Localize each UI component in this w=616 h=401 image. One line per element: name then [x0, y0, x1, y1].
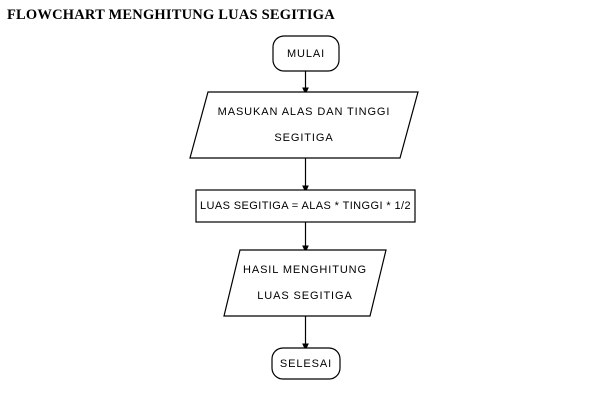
node-output [223, 249, 387, 317]
node-process [195, 189, 416, 223]
node-mulai [272, 35, 340, 72]
node-input [189, 91, 419, 159]
node-selesai [271, 347, 341, 380]
page-title: FLOWCHART MENGHITUNG LUAS SEGITIGA [7, 7, 335, 23]
